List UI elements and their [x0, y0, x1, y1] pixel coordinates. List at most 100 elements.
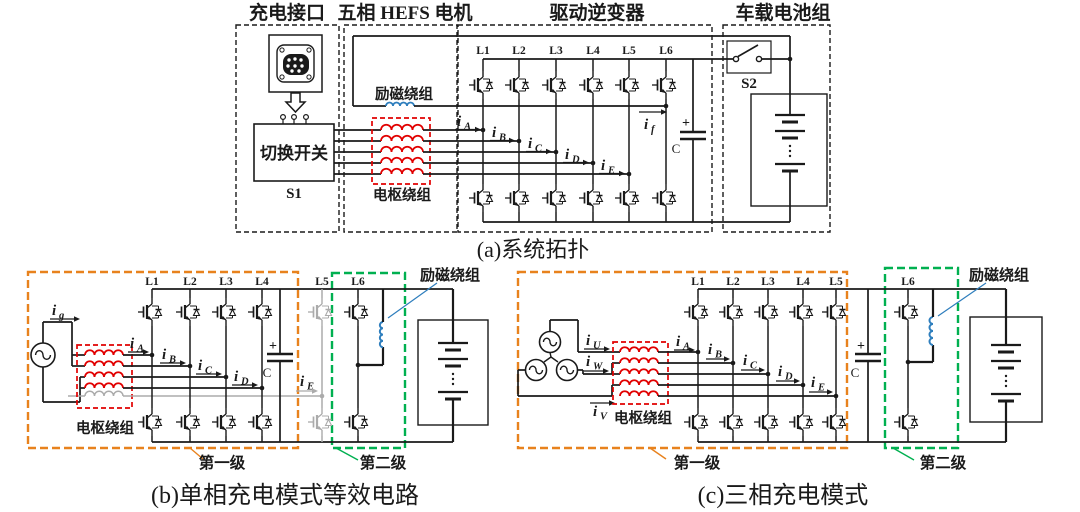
current-label-sub: D — [240, 377, 249, 388]
connector-screw — [306, 47, 312, 53]
connector-inner — [276, 44, 315, 83]
leg-label: L4 — [796, 276, 810, 288]
coil — [385, 101, 415, 107]
current-label-sub: E — [306, 382, 314, 393]
header-battery-pack: 车载电池组 — [735, 1, 830, 24]
emitter-arrow — [221, 426, 226, 430]
emitter-arrow — [221, 316, 226, 320]
battery-ellipsis-dot — [1004, 384, 1008, 388]
leg-label: L4 — [586, 45, 600, 57]
y-link — [543, 356, 552, 363]
sine-glyph — [34, 350, 52, 360]
current-arrow-head — [180, 360, 186, 366]
armature-winding-box — [371, 117, 431, 185]
battery-ellipsis-dot — [788, 149, 792, 153]
diode-triangle — [558, 81, 567, 90]
stage2-label: 第二级 — [360, 453, 407, 472]
current-label: i — [778, 364, 783, 380]
current-label: i — [528, 136, 533, 152]
excitation-winding-label: 励磁绕组 — [375, 85, 433, 103]
cap-plus-label: + — [857, 339, 865, 354]
excitation-pointer-line — [937, 282, 987, 317]
current-label: i — [601, 158, 606, 174]
armature-winding-label: 电枢绕组 — [76, 419, 134, 437]
diode-triangle — [700, 418, 709, 427]
diode-triangle — [770, 418, 779, 427]
leg-label: L6 — [351, 276, 365, 288]
current-label-sub: A — [682, 342, 690, 353]
switch-box — [253, 123, 335, 182]
current-label-sub: E — [817, 383, 825, 394]
diode-triangle — [735, 418, 744, 427]
current-label-sub: B — [168, 355, 176, 366]
diode-triangle — [324, 308, 333, 317]
emitter-arrow — [514, 89, 519, 93]
current-label-sub: D — [784, 372, 793, 383]
emitter-arrow — [661, 202, 666, 206]
connector-pin — [287, 58, 291, 62]
diode-triangle — [264, 418, 273, 427]
stage2-box — [330, 271, 407, 450]
stage1-pointer — [649, 447, 667, 460]
diode-triangle — [228, 308, 237, 317]
emitter-arrow — [185, 426, 190, 430]
s2-contact — [755, 55, 763, 63]
leg-label: L1 — [145, 276, 159, 288]
coil — [380, 123, 424, 131]
caption-b: (b)单相充电模式等效电路 — [151, 482, 419, 509]
battery-ellipsis-dot — [1004, 379, 1008, 383]
battery-ellipsis-dot — [451, 372, 455, 376]
current-label: i — [198, 358, 203, 374]
leg-label: L4 — [255, 276, 269, 288]
emitter-arrow — [763, 426, 768, 430]
emitter-arrow — [831, 316, 836, 320]
current-label: i — [300, 374, 305, 390]
stage2-pointer — [335, 447, 359, 461]
current-label: i — [644, 117, 649, 133]
diode-triangle — [154, 308, 163, 317]
current-label: i — [586, 333, 591, 349]
current-label-sub: V — [600, 412, 608, 423]
current-label-sub: C — [535, 144, 543, 155]
terminal-circle — [280, 113, 287, 120]
coil — [84, 349, 124, 356]
current-arrow-head — [312, 388, 318, 394]
current-arrow-head — [546, 148, 552, 155]
current-label-sub: W — [593, 362, 603, 373]
motor-box — [343, 24, 458, 233]
diode-triangle — [805, 418, 814, 427]
sine-glyph — [542, 337, 558, 347]
connector-screw — [306, 74, 312, 80]
coil — [84, 390, 124, 397]
diode-triangle — [631, 81, 640, 90]
y-link — [549, 352, 552, 358]
current-label: i — [492, 125, 497, 141]
diode-triangle — [264, 308, 273, 317]
connector-outer — [268, 34, 323, 93]
emitter-arrow — [728, 316, 733, 320]
cap-label: C — [672, 141, 681, 156]
current-arrow-head — [689, 347, 695, 353]
emitter-arrow — [798, 426, 803, 430]
armature-winding-box — [612, 341, 669, 405]
caption-c: (c)三相充电模式 — [698, 482, 869, 509]
stage1-label: 第一级 — [674, 453, 721, 472]
current-label: i — [130, 336, 135, 352]
coil — [84, 382, 124, 389]
emitter-arrow — [257, 426, 262, 430]
down-arrow-icon — [284, 92, 307, 114]
emitter-arrow — [903, 426, 908, 430]
coil — [380, 156, 424, 164]
current-arrow-head — [661, 109, 667, 115]
emitter-arrow — [728, 426, 733, 430]
leg-label: L3 — [549, 45, 563, 57]
coil — [380, 145, 424, 153]
emitter-arrow — [147, 426, 152, 430]
stage2-label: 第二级 — [920, 453, 967, 472]
emitter-arrow — [353, 426, 358, 430]
s2-contact — [732, 55, 740, 63]
current-label: i — [676, 334, 681, 350]
current-arrow-head — [724, 356, 730, 362]
diode-triangle — [735, 308, 744, 317]
